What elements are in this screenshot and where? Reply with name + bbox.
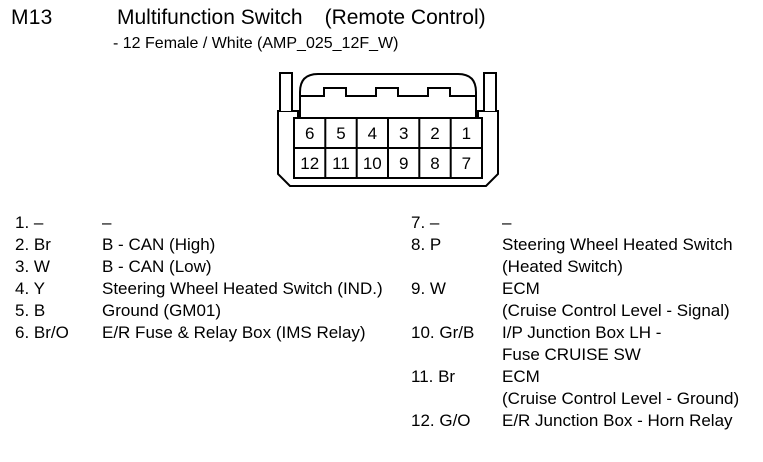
- pin-desc-continued: Fuse CRUISE SW: [502, 345, 641, 364]
- connector-diagram: 6 5 4 3 2 1 12 11 10 9 8 7: [270, 70, 515, 210]
- pin-ref: 1. –: [15, 213, 44, 232]
- pin-cell-7: 7: [462, 154, 471, 173]
- pin-desc: –: [102, 213, 112, 232]
- pin-list-right: 7. – – 8. P Steering Wheel Heated Switch…: [396, 212, 763, 432]
- pin-cell-6: 6: [305, 124, 314, 143]
- connector-code-label: M13: [11, 6, 53, 29]
- pin-row: 11. Br ECM (Cruise Control Level - Groun…: [396, 366, 763, 410]
- pin-ref: 10. Gr/B: [411, 323, 475, 342]
- pin-desc: ECM: [502, 367, 540, 386]
- pin-desc: B - CAN (High): [102, 235, 216, 254]
- connector-latch-shroud: [299, 73, 477, 119]
- connector-svg: 6 5 4 3 2 1 12 11 10 9 8 7: [277, 72, 499, 187]
- pin-cell-12: 12: [300, 154, 319, 173]
- connector-left-tab: [279, 72, 293, 111]
- pin-cell-9: 9: [399, 154, 408, 173]
- pin-row: 5. B Ground (GM01): [0, 300, 400, 322]
- connector-name-label: Multifunction Switch: [117, 6, 303, 29]
- pin-ref: 3. W: [15, 257, 50, 276]
- pin-cell-2: 2: [430, 124, 439, 143]
- connector-right-tab: [483, 72, 497, 111]
- page-title: Multifunction Switch (Remote Control): [117, 6, 486, 30]
- pin-desc-continued: (Cruise Control Level - Signal): [502, 301, 730, 320]
- pin-assignment-lists: 1. – – 2. Br B - CAN (High) 3. W B - CAN…: [0, 212, 763, 462]
- pin-row: 8. P Steering Wheel Heated Switch (Heate…: [396, 234, 763, 278]
- pin-row: 12. G/O E/R Junction Box - Horn Relay: [396, 410, 763, 432]
- pin-cell-4: 4: [368, 124, 377, 143]
- pin-row: 6. Br/O E/R Fuse & Relay Box (IMS Relay): [0, 322, 400, 344]
- connector-keying-ridge: [301, 87, 475, 97]
- pin-cell-11: 11: [332, 154, 350, 173]
- pin-desc: Steering Wheel Heated Switch (IND.): [102, 279, 383, 298]
- pin-ref: 9. W: [411, 279, 446, 298]
- pin-row: 4. Y Steering Wheel Heated Switch (IND.): [0, 278, 400, 300]
- pin-row: 9. W ECM (Cruise Control Level - Signal): [396, 278, 763, 322]
- pin-ref: 11. Br: [411, 367, 456, 386]
- pin-desc: ECM: [502, 279, 540, 298]
- pin-row: 2. Br B - CAN (High): [0, 234, 400, 256]
- pin-desc-continued: (Cruise Control Level - Ground): [502, 389, 740, 408]
- pin-ref: 5. B: [15, 301, 46, 320]
- pin-desc: E/R Fuse & Relay Box (IMS Relay): [102, 323, 366, 342]
- pin-ref: 4. Y: [15, 279, 45, 298]
- pin-grid: 6 5 4 3 2 1 12 11 10 9 8 7: [293, 117, 483, 179]
- connector-qualifier-label: (Remote Control): [324, 6, 486, 29]
- pin-desc: B - CAN (Low): [102, 257, 212, 276]
- pin-desc: E/R Junction Box - Horn Relay: [502, 411, 733, 430]
- pin-ref: 6. Br/O: [15, 323, 69, 342]
- pin-cell-3: 3: [399, 124, 408, 143]
- connector-spec-label: - 12 Female / White (AMP_025_12F_W): [113, 35, 399, 52]
- pin-desc: Ground (GM01): [102, 301, 222, 320]
- pin-ref: 8. P: [411, 235, 442, 254]
- pin-ref: 12. G/O: [411, 411, 471, 430]
- pin-row: 10. Gr/B I/P Junction Box LH - Fuse CRUI…: [396, 322, 763, 366]
- pin-row: 1. – –: [0, 212, 400, 234]
- pin-desc: –: [502, 213, 512, 232]
- pin-list-left: 1. – – 2. Br B - CAN (High) 3. W B - CAN…: [0, 212, 400, 344]
- pin-cell-10: 10: [363, 154, 382, 173]
- pin-ref: 7. –: [411, 213, 440, 232]
- pin-desc: I/P Junction Box LH -: [502, 323, 662, 342]
- pin-cell-8: 8: [430, 154, 439, 173]
- pin-cell-1: 1: [462, 124, 471, 143]
- pin-desc-continued: (Heated Switch): [502, 257, 623, 276]
- pin-ref: 2. Br: [15, 235, 51, 254]
- pin-row: 3. W B - CAN (Low): [0, 256, 400, 278]
- diagram-header: M13 Multifunction Switch (Remote Control)…: [0, 0, 763, 62]
- pin-desc: Steering Wheel Heated Switch: [502, 235, 733, 254]
- pin-cell-5: 5: [336, 124, 345, 143]
- pin-row: 7. – –: [396, 212, 763, 234]
